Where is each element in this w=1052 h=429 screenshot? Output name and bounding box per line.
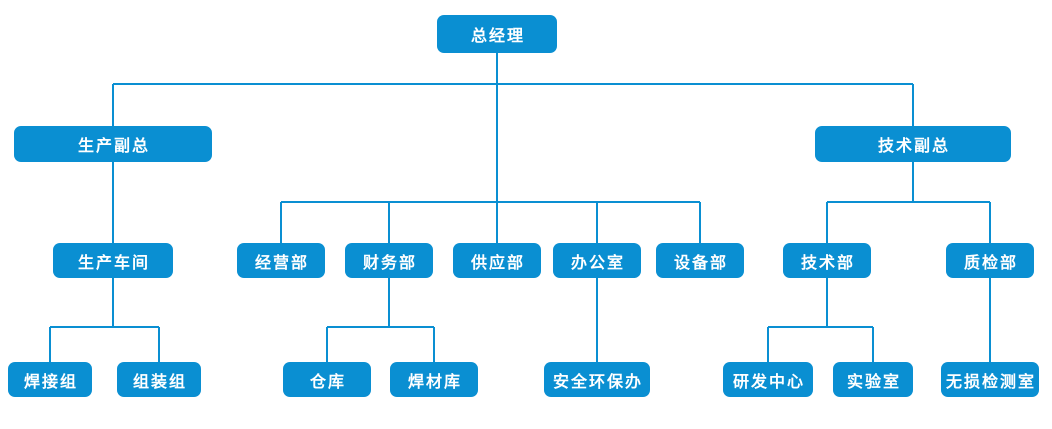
node-office: 办公室 (553, 243, 641, 278)
node-warehouse: 仓库 (283, 362, 371, 397)
node-production-vp: 生产副总 (14, 126, 212, 162)
node-welding-material-warehouse: 焊材库 (390, 362, 478, 397)
node-laboratory: 实验室 (833, 362, 913, 397)
node-technical-dept: 技术部 (783, 243, 871, 278)
node-equipment-dept: 设备部 (656, 243, 744, 278)
node-general-manager: 总经理 (437, 15, 557, 53)
node-ndt-room: 无损检测室 (941, 362, 1039, 397)
node-business-dept: 经营部 (237, 243, 325, 278)
node-production-workshop: 生产车间 (53, 243, 173, 278)
node-welding-group: 焊接组 (8, 362, 92, 397)
node-supply-dept: 供应部 (453, 243, 541, 278)
node-quality-inspection-dept: 质检部 (946, 243, 1034, 278)
node-technical-vp: 技术副总 (815, 126, 1011, 162)
node-safety-environment-office: 安全环保办 (544, 362, 650, 397)
node-assembly-group: 组装组 (117, 362, 201, 397)
node-rd-center: 研发中心 (723, 362, 813, 397)
node-finance-dept: 财务部 (345, 243, 433, 278)
